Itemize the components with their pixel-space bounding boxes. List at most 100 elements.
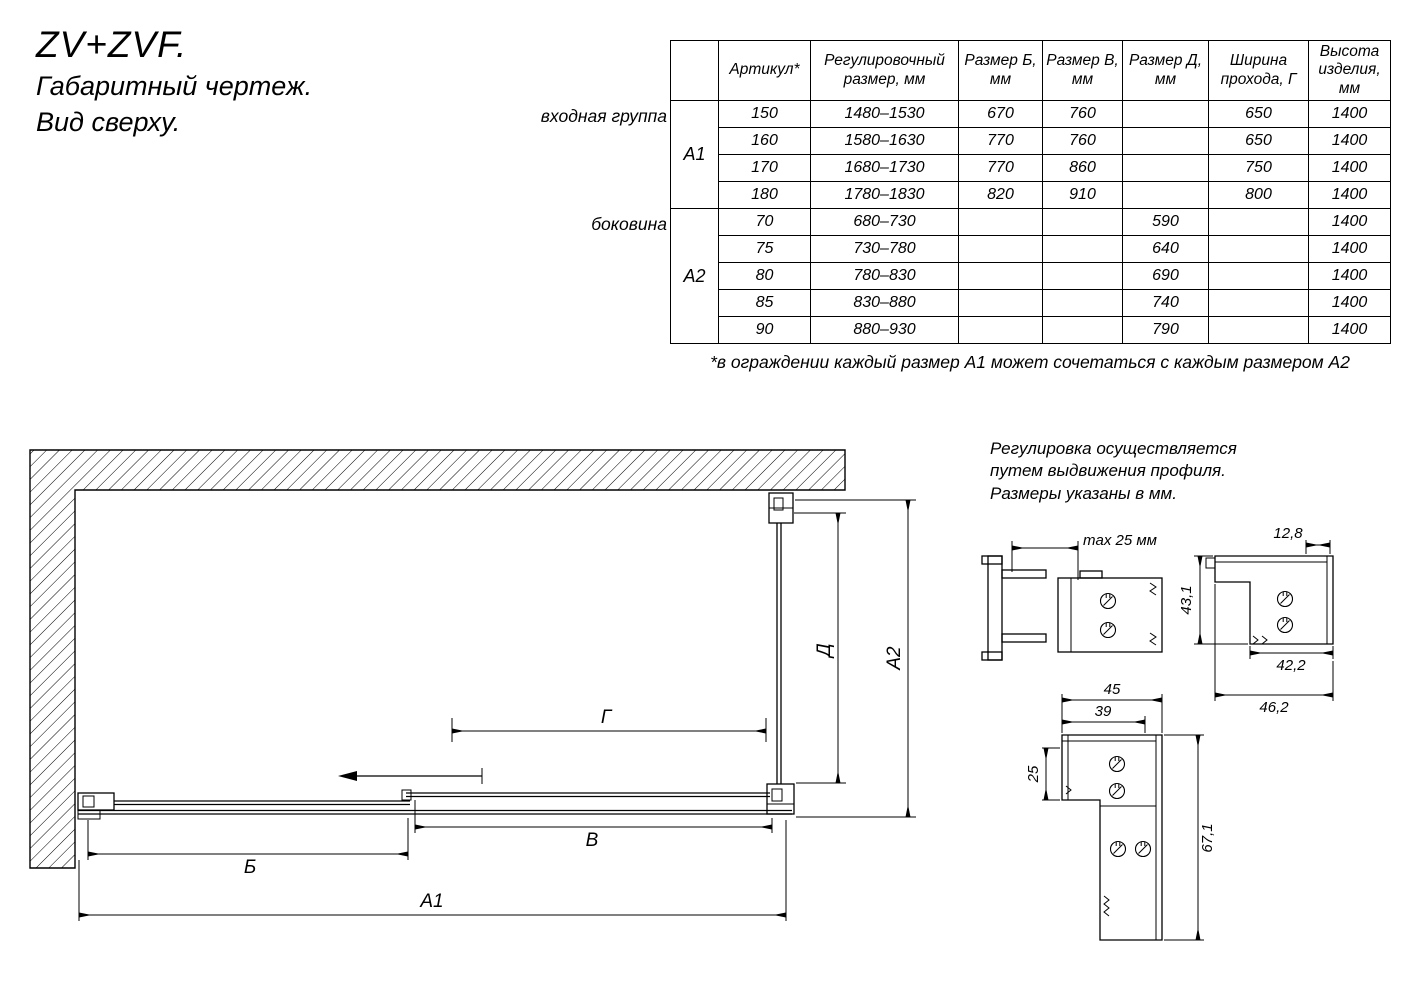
dim-label-67-1: 67,1 bbox=[1199, 823, 1216, 852]
dim-label-v: В bbox=[586, 830, 599, 851]
column-header: Артикул* bbox=[718, 40, 811, 101]
dimension-g: Г bbox=[451, 707, 767, 742]
screw-channel-icon bbox=[1276, 616, 1294, 634]
table-cell: 640 bbox=[1122, 235, 1209, 263]
table-cell bbox=[1042, 262, 1123, 290]
table-cell: 670 bbox=[958, 100, 1043, 128]
table-cell: 1580–1630 bbox=[810, 127, 959, 155]
slide-direction-arrow-icon bbox=[338, 768, 483, 784]
table-cell bbox=[1208, 316, 1309, 344]
screw-channel-icon bbox=[1099, 621, 1117, 639]
table-cell: 1680–1730 bbox=[810, 154, 959, 182]
dim-label-a2: А2 bbox=[884, 646, 905, 671]
table-cell: 90 bbox=[718, 316, 811, 344]
screw-channel-icon bbox=[1099, 592, 1117, 610]
table-footnote: *в ограждении каждый размер А1 может соч… bbox=[710, 352, 1350, 372]
view-label: Вид сверху. bbox=[36, 107, 181, 137]
table-cell: 180 bbox=[718, 181, 811, 209]
screw-channel-icon bbox=[1109, 840, 1127, 858]
table-cell bbox=[1042, 208, 1123, 236]
table-cell: 770 bbox=[958, 154, 1043, 182]
dim-label-25: 25 bbox=[1025, 765, 1042, 783]
dim-label-39: 39 bbox=[1095, 703, 1112, 720]
table-cell: 1780–1830 bbox=[810, 181, 959, 209]
screw-channel-icon bbox=[1276, 590, 1294, 608]
table-cell: 750 bbox=[1208, 154, 1309, 182]
table-cell: 80 bbox=[718, 262, 811, 290]
table-cell bbox=[1042, 235, 1123, 263]
table-cell: 760 bbox=[1042, 100, 1123, 128]
table-cell: 1400 bbox=[1308, 100, 1391, 128]
table-cell: 1400 bbox=[1308, 316, 1391, 344]
table-cell: 85 bbox=[718, 289, 811, 317]
table-cell: 75 bbox=[718, 235, 811, 263]
table-cell: 820 bbox=[958, 181, 1043, 209]
table-cell: 1400 bbox=[1308, 127, 1391, 155]
table-cell bbox=[958, 208, 1043, 236]
table-cell bbox=[958, 316, 1043, 344]
column-header: Размер Д, мм bbox=[1122, 40, 1209, 101]
table-cell bbox=[958, 235, 1043, 263]
note-line-1: Регулировка осуществляется bbox=[990, 439, 1237, 458]
table-cell bbox=[1122, 181, 1209, 209]
table-cell: 1400 bbox=[1308, 262, 1391, 290]
table-cell: 1480–1530 bbox=[810, 100, 959, 128]
table-cell: 790 bbox=[1122, 316, 1209, 344]
group-code-cell: А2 bbox=[670, 208, 719, 344]
table-cell bbox=[1122, 100, 1209, 128]
wall-section bbox=[29, 449, 846, 869]
group-code-cell: А1 bbox=[670, 100, 719, 209]
table-cell bbox=[958, 289, 1043, 317]
dimension-a1: А1 bbox=[78, 820, 787, 921]
group-label-entrance: входная группа bbox=[540, 106, 667, 126]
note-line-3: Размеры указаны в мм. bbox=[990, 483, 1177, 503]
table-cell bbox=[1208, 235, 1309, 263]
dimension-b: Б bbox=[87, 818, 409, 878]
column-header: Размер В, мм bbox=[1042, 40, 1123, 101]
table-cell: 70 bbox=[718, 208, 811, 236]
table-cell: 740 bbox=[1122, 289, 1209, 317]
table-cell: 650 bbox=[1208, 127, 1309, 155]
table-cell bbox=[1208, 289, 1309, 317]
drawing-type-label: Габаритный чертеж. bbox=[36, 71, 313, 101]
profile-detail-corner-bottom: 45 39 25 67,1 bbox=[1025, 681, 1216, 941]
dim-label-b: Б bbox=[244, 857, 256, 878]
table-cell: 1400 bbox=[1308, 235, 1391, 263]
table-cell: 650 bbox=[1208, 100, 1309, 128]
table-cell: 1400 bbox=[1308, 181, 1391, 209]
table-cell bbox=[1208, 208, 1309, 236]
table-cell: 170 bbox=[718, 154, 811, 182]
table-cell bbox=[1042, 289, 1123, 317]
column-header: Ширина прохода, Г bbox=[1208, 40, 1309, 101]
table-cell bbox=[958, 262, 1043, 290]
table-cell bbox=[1122, 127, 1209, 155]
adjustment-note: Регулировка осуществляется путем выдвиже… bbox=[990, 438, 1237, 505]
dim-label-12-8: 12,8 bbox=[1273, 525, 1303, 542]
table-cell: 770 bbox=[958, 127, 1043, 155]
title-block: ZV+ZVF. Габаритный чертеж. Вид сверху. bbox=[36, 24, 312, 138]
table-cell bbox=[1122, 154, 1209, 182]
dimension-d: Д bbox=[794, 512, 846, 784]
table-cell: 690 bbox=[1122, 262, 1209, 290]
table-cell: 860 bbox=[1042, 154, 1123, 182]
table-cell: 1400 bbox=[1308, 289, 1391, 317]
table-cell: 830–880 bbox=[810, 289, 959, 317]
dim-label-46-2: 46,2 bbox=[1259, 699, 1289, 716]
column-header: Высота изделия, мм bbox=[1308, 40, 1391, 101]
column-header: Размер Б, мм bbox=[958, 40, 1043, 101]
table-cell: 730–780 bbox=[810, 235, 959, 263]
table-cell: 150 bbox=[718, 100, 811, 128]
dim-label-43-1: 43,1 bbox=[1178, 585, 1195, 614]
table-cell: 780–830 bbox=[810, 262, 959, 290]
note-line-2: путем выдвижения профиля. bbox=[990, 461, 1226, 481]
dim-label-42-2: 42,2 bbox=[1276, 657, 1306, 674]
